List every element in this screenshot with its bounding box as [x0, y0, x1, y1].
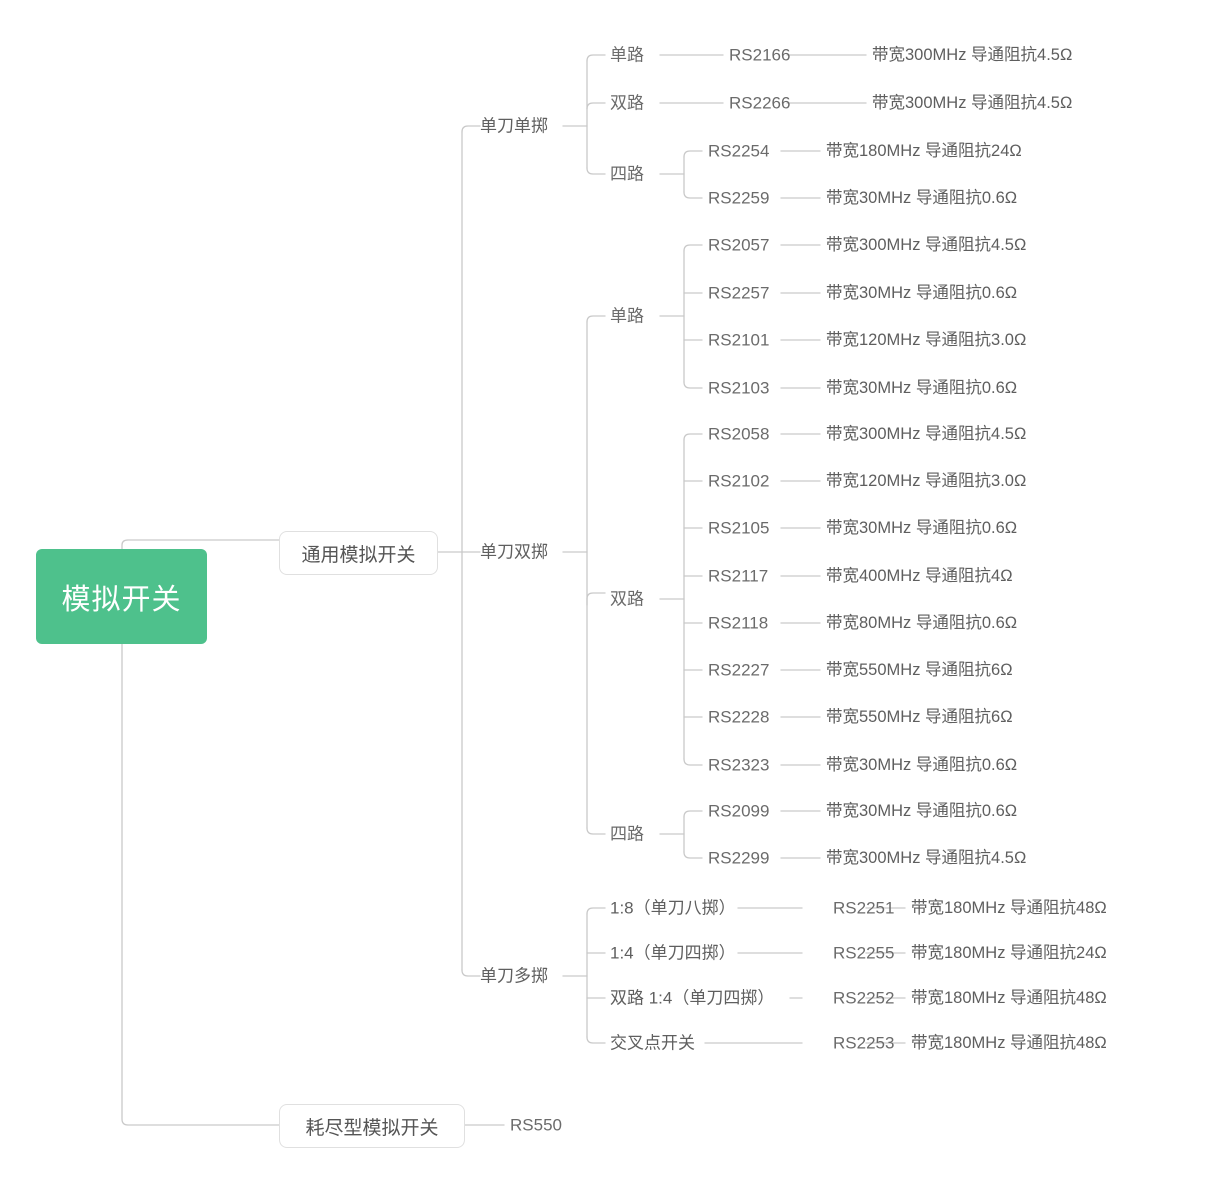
spec-item: 带宽30MHz 导通阻抗0.6Ω — [826, 283, 1018, 302]
spec-item: 带宽120MHz 导通阻抗3.0Ω — [826, 330, 1027, 349]
model-item[interactable]: RS2251 — [833, 898, 895, 918]
branch-label-depletion: 耗尽型模拟开关 — [305, 1117, 439, 1139]
root-label: 模拟开关 — [61, 583, 182, 616]
model-item[interactable]: RS2101 — [708, 330, 770, 350]
spec-item: 带宽550MHz 导通阻抗6Ω — [826, 707, 1013, 726]
model-item[interactable]: RS2255 — [833, 943, 895, 963]
branch-node-depletion[interactable]: 耗尽型模拟开关 — [279, 1104, 465, 1148]
root-node[interactable]: 模拟开关 — [36, 549, 207, 644]
model-item[interactable]: RS2228 — [708, 707, 770, 727]
channel-spst-single[interactable]: 单路 — [610, 45, 644, 65]
channel-spdt-quad[interactable]: 四路 — [610, 824, 644, 844]
model-item[interactable]: RS2099 — [708, 801, 770, 821]
category-spmt[interactable]: 单刀多掷 — [480, 966, 548, 986]
spec-item: 带宽30MHz 导通阻抗0.6Ω — [826, 518, 1018, 537]
model-item[interactable]: RS2259 — [708, 188, 770, 208]
category-spst[interactable]: 单刀单掷 — [480, 116, 548, 136]
model-item[interactable]: RS2299 — [708, 848, 770, 868]
model-item[interactable]: RS2117 — [708, 566, 769, 586]
model-item[interactable]: RS2257 — [708, 283, 770, 303]
model-item[interactable]: RS2105 — [708, 518, 770, 538]
channel-spst-quad[interactable]: 四路 — [610, 164, 644, 184]
model-item[interactable]: RS2323 — [708, 755, 770, 775]
channel-spdt-dual[interactable]: 双路 — [610, 589, 644, 609]
model-item[interactable]: RS2266 — [729, 93, 791, 113]
spec-item: 带宽30MHz 导通阻抗0.6Ω — [826, 188, 1018, 207]
channel-spst-dual[interactable]: 双路 — [610, 93, 644, 113]
spec-item: 带宽120MHz 导通阻抗3.0Ω — [826, 471, 1027, 490]
model-item[interactable]: RS2166 — [729, 45, 791, 65]
branch-label-general: 通用模拟开关 — [301, 544, 416, 566]
branch-node-general[interactable]: 通用模拟开关 — [279, 531, 438, 575]
spec-item: 带宽550MHz 导通阻抗6Ω — [826, 660, 1013, 679]
spec-item: 带宽30MHz 导通阻抗0.6Ω — [826, 801, 1018, 820]
model-item[interactable]: RS2254 — [708, 141, 770, 161]
spec-item: 带宽30MHz 导通阻抗0.6Ω — [826, 378, 1018, 397]
spec-item: 带宽300MHz 导通阻抗4.5Ω — [872, 45, 1073, 64]
spec-item: 带宽80MHz 导通阻抗0.6Ω — [826, 613, 1018, 632]
spec-item: 带宽180MHz 导通阻抗24Ω — [911, 943, 1107, 962]
spec-item: 带宽180MHz 导通阻抗48Ω — [911, 898, 1107, 917]
spec-item: 带宽300MHz 导通阻抗4.5Ω — [826, 424, 1027, 443]
channel-spdt-single[interactable]: 单路 — [610, 306, 644, 326]
spec-item: 带宽300MHz 导通阻抗4.5Ω — [826, 235, 1027, 254]
model-item[interactable]: RS2102 — [708, 471, 770, 491]
model-rs550[interactable]: RS550 — [510, 1115, 562, 1135]
spec-item: 带宽400MHz 导通阻抗4Ω — [826, 566, 1013, 585]
spec-item: 带宽180MHz 导通阻抗48Ω — [911, 988, 1107, 1007]
config-item[interactable]: 交叉点开关 — [610, 1033, 695, 1053]
model-item[interactable]: RS2058 — [708, 424, 770, 444]
spec-item: 带宽300MHz 导通阻抗4.5Ω — [872, 93, 1073, 112]
model-item[interactable]: RS2227 — [708, 660, 770, 680]
config-item[interactable]: 1:4（单刀四掷） — [610, 943, 736, 963]
category-spdt[interactable]: 单刀双掷 — [480, 542, 548, 562]
spec-item: 带宽30MHz 导通阻抗0.6Ω — [826, 755, 1018, 774]
model-item[interactable]: RS2252 — [833, 988, 895, 1008]
model-item[interactable]: RS2103 — [708, 378, 770, 398]
model-item[interactable]: RS2118 — [708, 613, 769, 633]
config-item[interactable]: 双路 1:4（单刀四掷） — [610, 988, 775, 1008]
spec-item: 带宽180MHz 导通阻抗48Ω — [911, 1033, 1107, 1052]
spec-item: 带宽300MHz 导通阻抗4.5Ω — [826, 848, 1027, 867]
config-item[interactable]: 1:8（单刀八掷） — [610, 898, 736, 918]
model-item[interactable]: RS2057 — [708, 235, 770, 255]
model-item[interactable]: RS2253 — [833, 1033, 895, 1053]
spec-item: 带宽180MHz 导通阻抗24Ω — [826, 141, 1022, 160]
